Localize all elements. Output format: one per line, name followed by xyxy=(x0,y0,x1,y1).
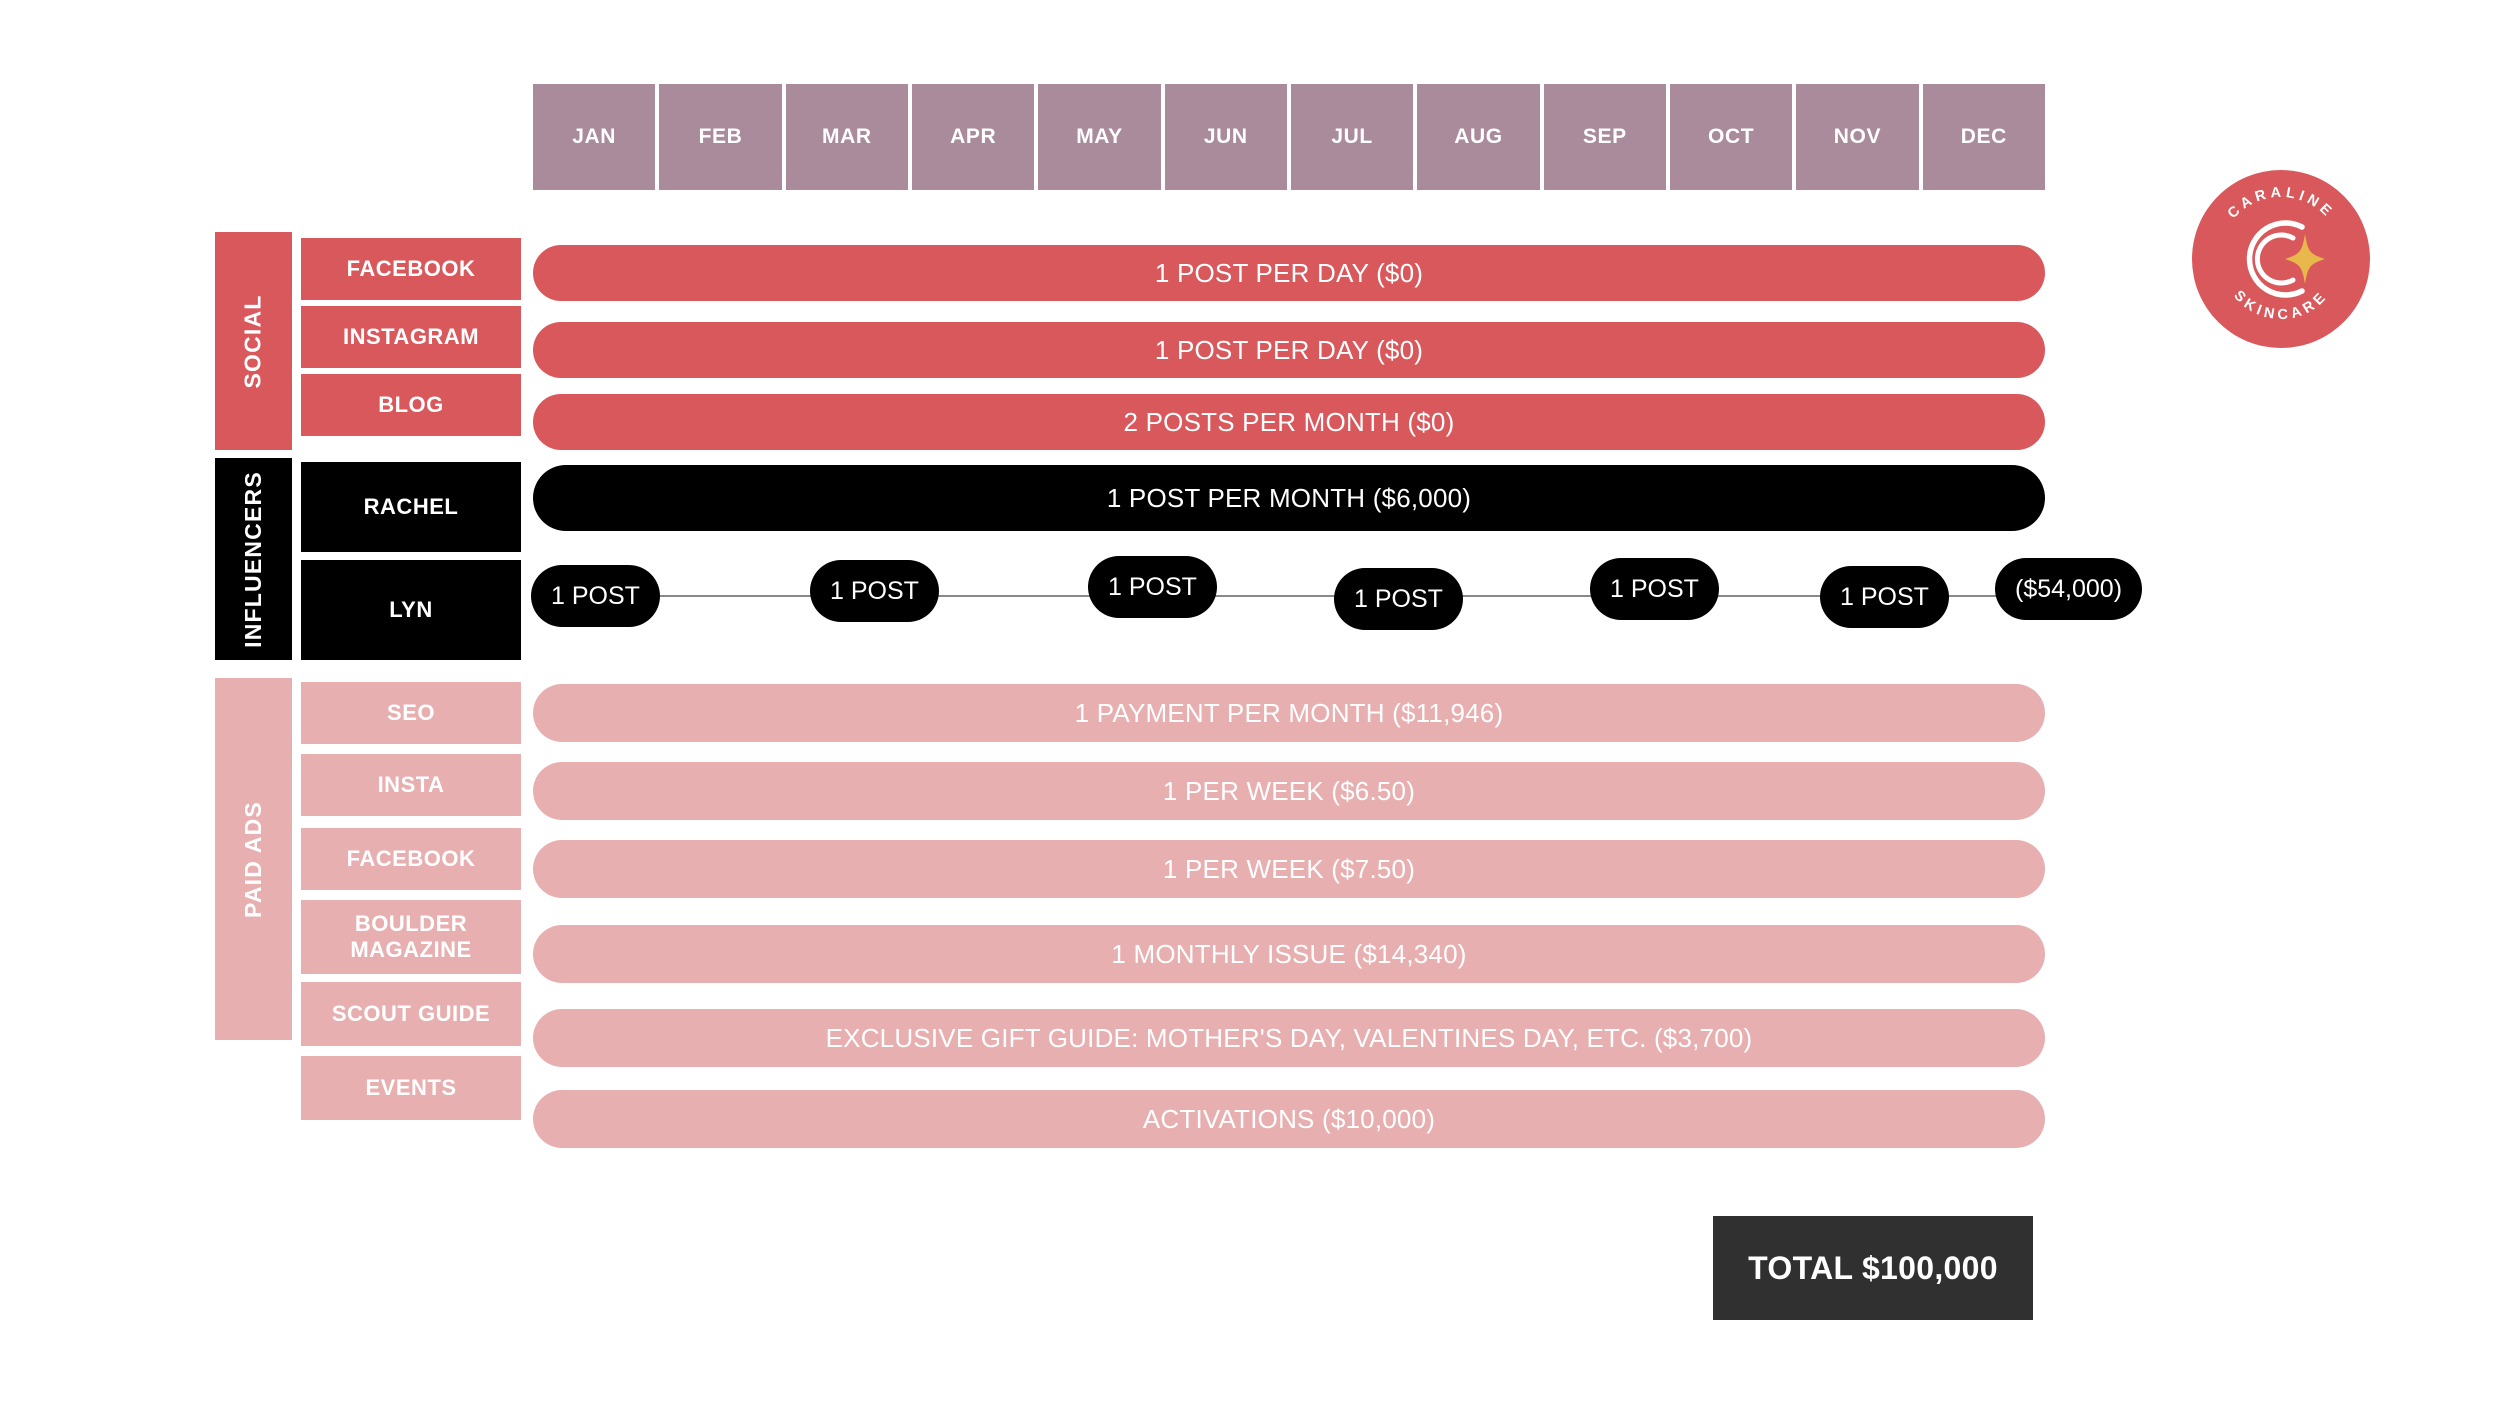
bar-events[interactable]: ACTIVATIONS ($10,000) xyxy=(533,1090,2045,1148)
bar-rachel[interactable]: 1 POST PER MONTH ($6,000) xyxy=(533,465,2045,531)
month-cell-jan[interactable]: JAN xyxy=(533,84,656,190)
row-label-boulder-magazine[interactable]: BOULDER MAGAZINE xyxy=(301,900,521,974)
milestone-pill-3[interactable]: 1 POST xyxy=(1088,556,1217,618)
month-cell-jun[interactable]: JUN xyxy=(1164,84,1287,190)
category-label-influencers: INFLUENCERS xyxy=(215,458,292,660)
milestone-row-lyn: 1 POST 1 POST 1 POST 1 POST 1 POST 1 POS… xyxy=(0,540,2500,650)
milestone-pill-4[interactable]: 1 POST xyxy=(1334,568,1463,630)
milestone-pill-6[interactable]: 1 POST xyxy=(1820,566,1949,628)
month-cell-sep[interactable]: SEP xyxy=(1543,84,1666,190)
month-cell-aug[interactable]: AUG xyxy=(1417,84,1540,190)
bar-blog[interactable]: 2 POSTS PER MONTH ($0) xyxy=(533,394,2045,450)
row-label-rachel[interactable]: RACHEL xyxy=(301,462,521,552)
month-cell-oct[interactable]: OCT xyxy=(1669,84,1793,190)
milestone-pill-2[interactable]: 1 POST xyxy=(810,560,939,622)
row-label-lyn[interactable]: LYN xyxy=(301,560,521,660)
milestone-connector-line xyxy=(590,595,2060,597)
bar-insta[interactable]: 1 PER WEEK ($6.50) xyxy=(533,762,2045,820)
row-label-insta[interactable]: INSTA xyxy=(301,754,521,816)
category-label-paid-ads: PAID ADS xyxy=(215,678,292,1040)
milestone-pill-1[interactable]: 1 POST xyxy=(531,565,660,627)
bar-facebook-social[interactable]: 1 POST PER DAY ($0) xyxy=(533,245,2045,301)
logo-circle xyxy=(2192,170,2370,348)
bar-scout-guide[interactable]: EXCLUSIVE GIFT GUIDE: MOTHER'S DAY, VALE… xyxy=(533,1009,2045,1067)
brand-logo-icon: CARALINE SKINCARE xyxy=(2192,170,2370,348)
bar-boulder-magazine[interactable]: 1 MONTHLY ISSUE ($14,340) xyxy=(533,925,2045,983)
brand-logo: CARALINE SKINCARE xyxy=(2192,170,2370,348)
month-cell-mar[interactable]: MAR xyxy=(785,84,908,190)
logo-monogram-c-inner xyxy=(2254,232,2296,286)
month-cell-may[interactable]: MAY xyxy=(1038,84,1161,190)
category-label-social: SOCIAL xyxy=(215,232,292,450)
month-cell-nov[interactable]: NOV xyxy=(1796,84,1919,190)
month-cell-feb[interactable]: FEB xyxy=(659,84,782,190)
month-header-row: JAN FEB MAR APR MAY JUN JUL AUG SEP OCT … xyxy=(533,84,2045,190)
category-label-paid-ads-text: PAID ADS xyxy=(240,800,267,918)
row-label-seo[interactable]: SEO xyxy=(301,682,521,744)
bar-facebook-paid[interactable]: 1 PER WEEK ($7.50) xyxy=(533,840,2045,898)
logo-sparkle-star-icon xyxy=(2285,234,2325,284)
month-cell-apr[interactable]: APR xyxy=(911,84,1035,190)
bar-instagram[interactable]: 1 POST PER DAY ($0) xyxy=(533,322,2045,378)
month-cell-jul[interactable]: JUL xyxy=(1290,84,1414,190)
milestone-pill-5[interactable]: 1 POST xyxy=(1590,558,1719,620)
row-label-blog[interactable]: BLOG xyxy=(301,374,521,436)
bar-seo[interactable]: 1 PAYMENT PER MONTH ($11,946) xyxy=(533,684,2045,742)
total-cost-box: TOTAL $100,000 xyxy=(1713,1216,2033,1320)
logo-monogram-c-outer xyxy=(2246,220,2305,298)
milestone-pill-7-total[interactable]: ($54,000) xyxy=(1995,558,2143,620)
row-label-instagram[interactable]: INSTAGRAM xyxy=(301,306,521,368)
category-label-social-text: SOCIAL xyxy=(240,293,266,389)
row-label-events[interactable]: EVENTS xyxy=(301,1056,521,1120)
row-label-facebook-paid[interactable]: FACEBOOK xyxy=(301,828,521,890)
row-label-facebook-social[interactable]: FACEBOOK xyxy=(301,238,521,300)
month-cell-dec[interactable]: DEC xyxy=(1922,84,2045,190)
row-label-scout-guide[interactable]: SCOUT GUIDE xyxy=(301,982,521,1046)
